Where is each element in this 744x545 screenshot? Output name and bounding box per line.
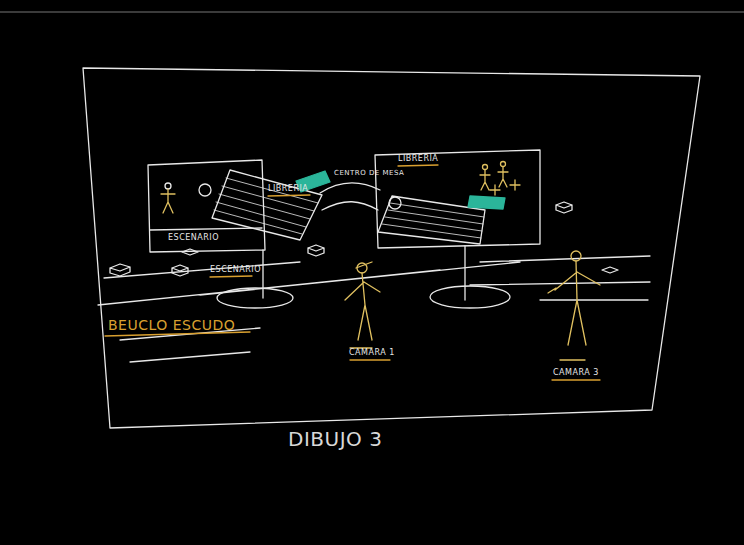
sketch-label: LIBRERIA <box>268 185 308 194</box>
sketch-label: ESCENARIO <box>210 266 261 275</box>
sketch-label: LIBRERIA <box>398 155 438 164</box>
sketch-label: CAMARA 3 <box>553 369 599 378</box>
sketch-label: ESCENARIO <box>168 234 219 243</box>
sketch-label: CAMARA 1 <box>349 349 395 358</box>
sketch-label: BEUCLO ESCUDO <box>108 318 235 333</box>
caption: DIBUJO 3 <box>288 428 382 450</box>
sketch-label: CENTRO DE MESA <box>334 170 404 178</box>
